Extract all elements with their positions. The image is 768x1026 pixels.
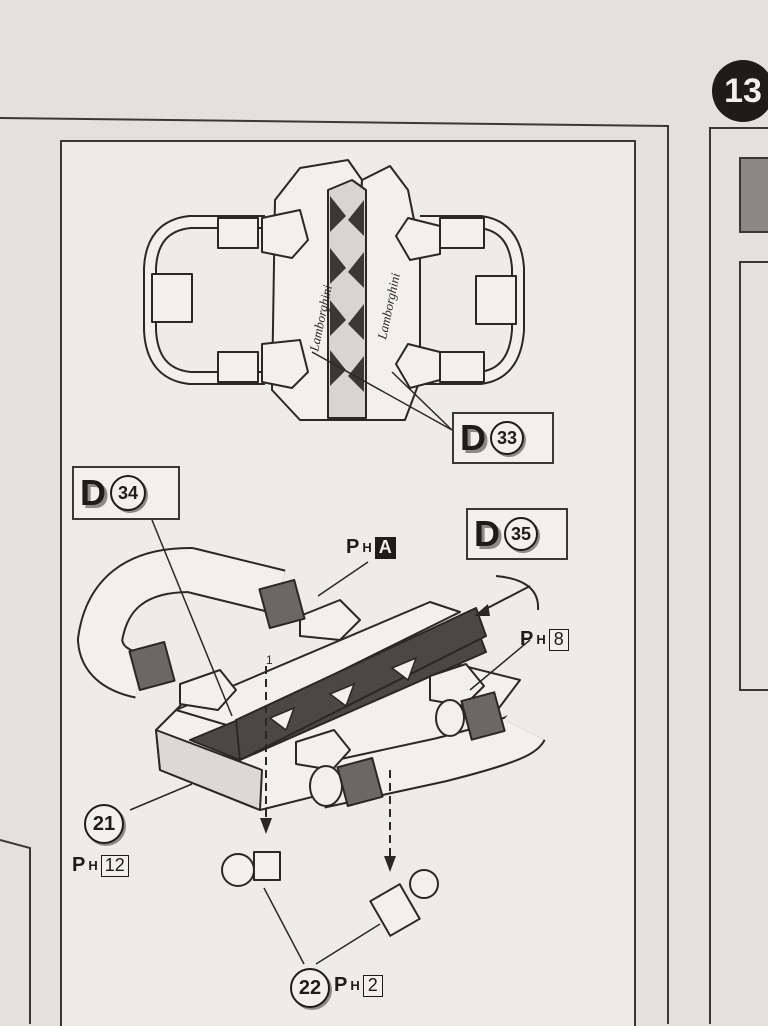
paint-a-prefix: P <box>346 536 360 558</box>
paint-a-sub: H <box>362 540 372 555</box>
step-number: 13 <box>724 71 762 110</box>
part-22-circle: 22 <box>290 968 330 1008</box>
part-21-number: 21 <box>92 812 116 835</box>
paint-label-a: P H A <box>346 536 396 559</box>
callout-d35-number: 35 <box>504 517 538 551</box>
paint-a-code: A <box>374 536 396 559</box>
paint-12-prefix: P <box>72 854 86 876</box>
paint-label-12: P H 12 <box>72 854 129 877</box>
paint-label-8: P H 8 <box>520 628 569 651</box>
paint-12-code: 12 <box>100 854 129 877</box>
callout-d33-number: 33 <box>490 421 524 455</box>
paint-8-code: 8 <box>548 628 569 651</box>
part-22-number: 22 <box>298 976 322 999</box>
callout-d33: D 33 <box>452 412 554 464</box>
callout-d35: D 35 <box>466 508 568 560</box>
paint-2-code: 2 <box>362 974 383 997</box>
callout-d34-number: 34 <box>110 475 146 511</box>
paint-12-sub: H <box>88 858 98 873</box>
step-number-badge: 13 <box>712 60 768 122</box>
callout-d33-letter: D <box>460 417 486 458</box>
part-21-circle: 21 <box>84 804 124 844</box>
paint-8-prefix: P <box>520 628 534 650</box>
paint-8-sub: H <box>536 632 546 647</box>
callout-d35-letter: D <box>474 513 500 554</box>
paint-label-2: P H 2 <box>334 974 383 997</box>
paint-2-sub: H <box>350 978 360 993</box>
insert-mark: 1 <box>266 653 273 667</box>
callout-d34-letter: D <box>80 472 106 513</box>
callout-d34: D 34 <box>72 466 180 520</box>
paint-2-prefix: P <box>334 974 348 996</box>
